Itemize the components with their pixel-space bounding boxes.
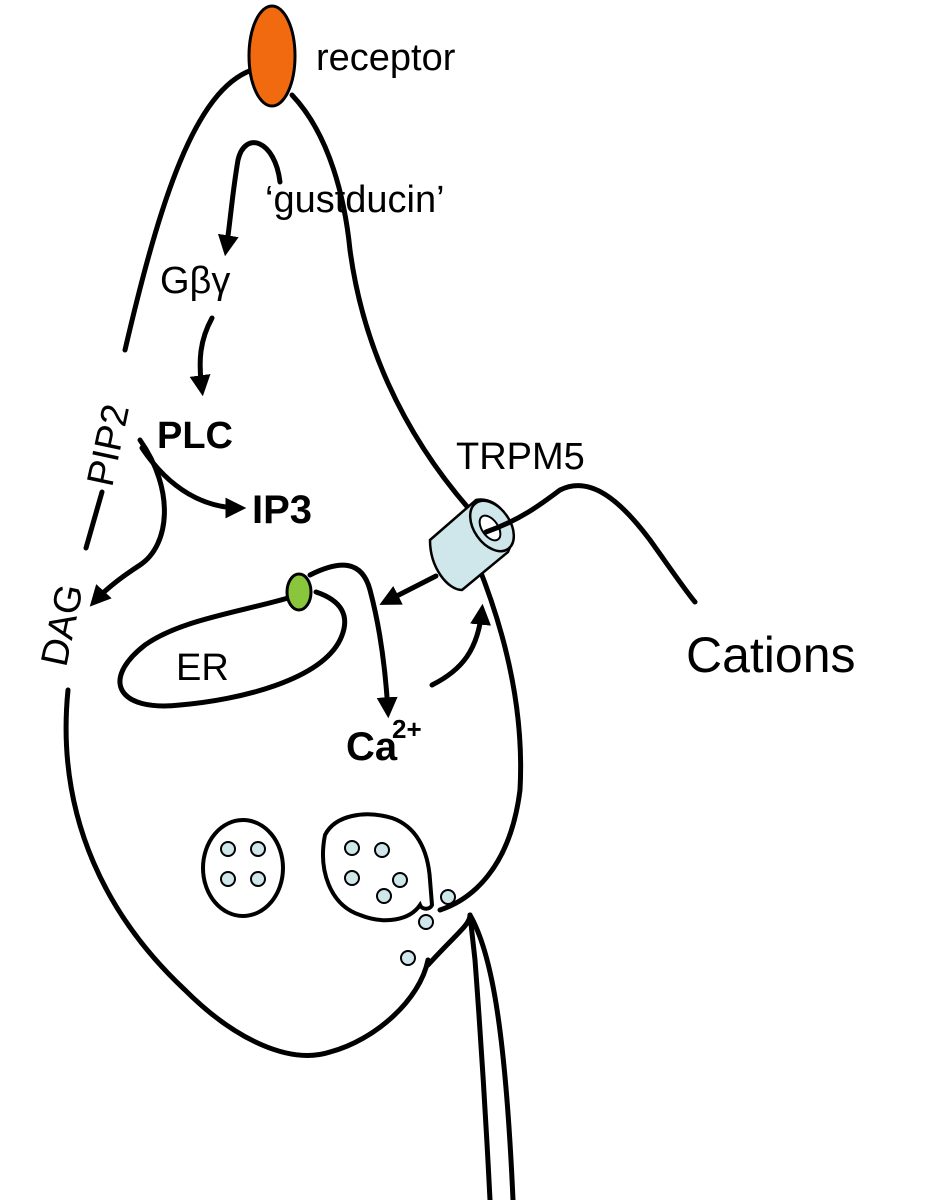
gustducin-to-gbg-arrow [217,140,283,257]
calcium-charge-label: 2+ [392,714,422,744]
receptor-label: receptor [316,37,456,79]
cation-flow-line [483,483,698,605]
gbg-to-plc-arrow [189,315,215,397]
trpm5-channel-icon [428,498,516,592]
synaptic-vesicle-left [201,818,285,918]
neurotransmitter-dot [250,841,266,857]
neurotransmitter-dot [250,871,266,887]
nerve-fiber-left [425,912,493,1200]
gustducin-label: ‘gustducin’ [265,179,445,221]
neurotransmitter-dot [220,871,236,887]
cations-label: Cations [686,627,856,683]
nerve-fiber-right [467,912,516,1200]
neurotransmitter-dot [374,842,390,858]
neurotransmitter-dot [440,889,456,905]
pip2-label: PIP2 [80,401,138,490]
cell-membrane-left [122,67,255,353]
er-channel-icon [285,572,313,612]
trpm5-to-er-arrow [379,573,439,605]
neurotransmitter-dot [344,870,360,886]
gbg-label: Gβγ [160,260,230,302]
cell-membrane-top-right [289,92,473,513]
receptor-icon [247,4,297,108]
neurotransmitter-dot [344,840,360,856]
calcium-to-trpm5-arrow [429,603,491,688]
er-to-calcium-arrow [307,562,398,719]
dag-pip2-dash [83,489,105,551]
trpm5-label: TRPM5 [456,436,585,478]
pip2-to-dag-arrow [89,437,167,607]
cell-membrane-right-lower [437,562,524,913]
neurotransmitter-dot [392,872,408,888]
neurotransmitter-dot [220,841,236,857]
dag-label: DAG [34,581,92,670]
plc-label: PLC [157,415,233,457]
er-outline [117,589,348,709]
cell-membrane-bottom [63,687,431,1058]
calcium-label: Ca 2+ [346,714,422,769]
er-label: ER [176,647,229,689]
calcium-base-label: Ca [346,725,398,769]
synaptic-vesicle-right [321,812,456,966]
ip3-label: IP3 [252,488,312,532]
neurotransmitter-dot [400,950,416,966]
neurotransmitter-dot [376,888,392,904]
neurotransmitter-dot [418,914,434,930]
